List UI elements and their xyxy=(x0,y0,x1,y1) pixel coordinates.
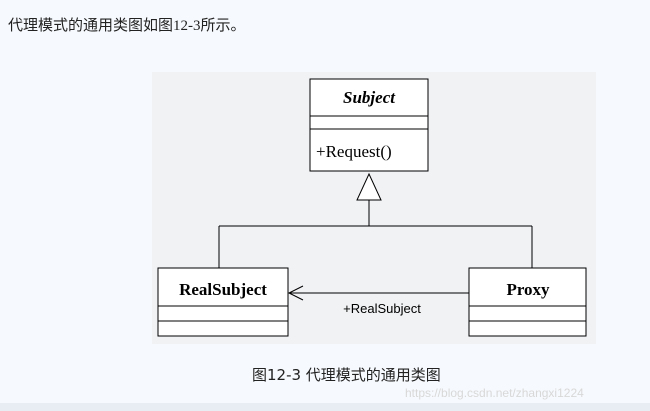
realsubject-class: RealSubject xyxy=(157,267,289,337)
proxy-class-box xyxy=(468,267,587,337)
subject-request-method: +Request() xyxy=(316,142,392,161)
realsubject-class-box xyxy=(157,267,289,337)
figure-caption: 图12-3 代理模式的通用类图 xyxy=(252,366,441,384)
intro-text-tail: 所示。 xyxy=(200,16,246,34)
intro-paragraph: 代理模式的通用类图如图12-3所示。 xyxy=(8,14,246,35)
association-label: +RealSubject xyxy=(343,301,421,316)
realsubject-class-name: RealSubject xyxy=(179,280,267,299)
bottom-bar xyxy=(0,403,650,411)
association-arrowhead xyxy=(287,285,304,301)
subject-class-name: Subject xyxy=(343,88,396,107)
intro-text-chinese: 代理模式的通用类图如图 xyxy=(8,16,174,34)
watermark-text: https://blog.csdn.net/zhangxi1224 xyxy=(405,386,584,400)
uml-class-diagram: Subject +Request() RealSubject Proxy +Re… xyxy=(152,72,596,344)
inheritance-triangle xyxy=(356,172,382,201)
proxy-class: Proxy xyxy=(468,267,587,337)
uml-diagram-canvas: Subject +Request() RealSubject Proxy +Re… xyxy=(157,78,587,337)
proxy-class-name: Proxy xyxy=(506,280,550,299)
intro-figure-number: 12-3 xyxy=(173,18,201,34)
subject-class-box xyxy=(309,78,429,172)
subject-class: Subject +Request() xyxy=(309,78,429,172)
